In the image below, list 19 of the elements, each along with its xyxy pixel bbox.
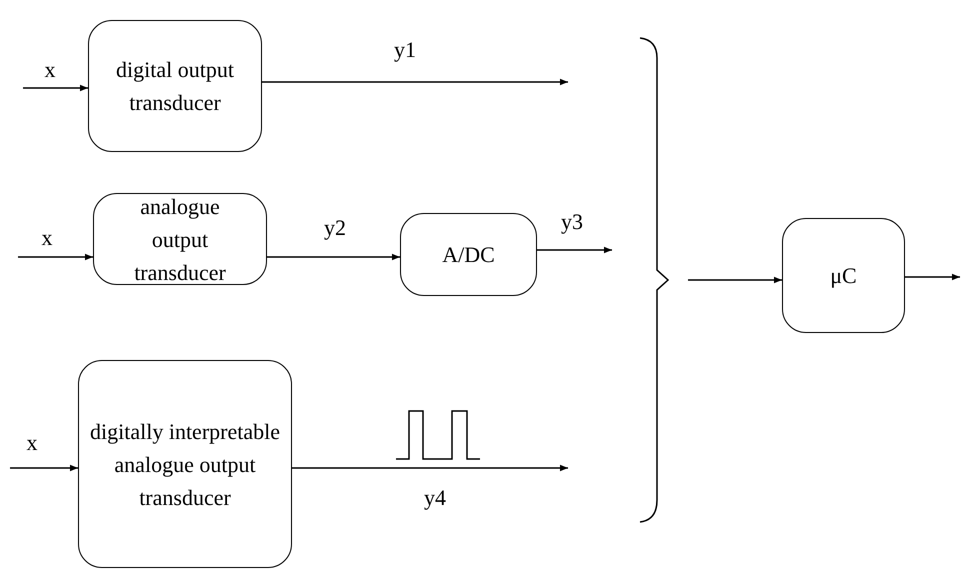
box-label: A/DC: [442, 242, 495, 267]
arrow: [262, 78, 568, 86]
arrow: [537, 246, 612, 254]
arrow: [905, 274, 960, 280]
process-box: [93, 193, 267, 285]
box-label: digitally interpretable analogue output transducer: [90, 418, 280, 510]
process-box: [782, 218, 905, 333]
arrow: [688, 276, 782, 284]
arrow: [23, 84, 88, 92]
arrow: [10, 464, 78, 472]
process-box: [78, 360, 292, 568]
box-label: digital output transducer: [116, 57, 234, 115]
box-label: μC: [830, 263, 857, 288]
process-box: [400, 213, 537, 296]
arrow: [267, 254, 400, 260]
process-box: [88, 20, 262, 152]
box-label: analogue output transducer: [134, 194, 226, 284]
arrow: [18, 254, 93, 260]
arrow: [292, 464, 568, 472]
